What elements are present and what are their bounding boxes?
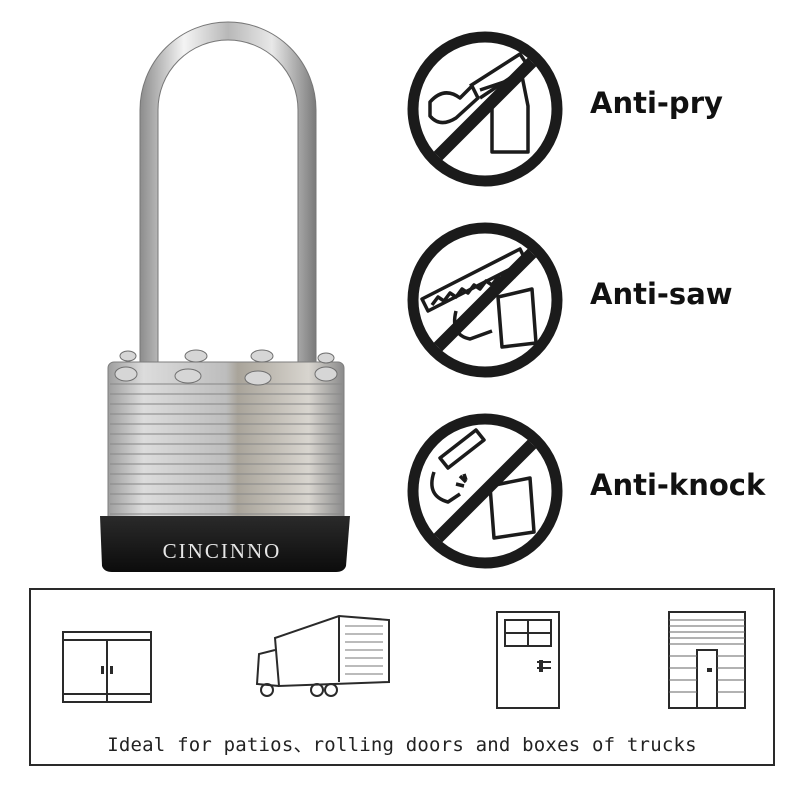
anti-pry-icon [407, 31, 563, 187]
uses-panel: Ideal for patios、rolling doors and boxes… [29, 588, 775, 766]
feature-anti-knock: Anti-knock [400, 406, 800, 576]
anti-knock-icon [407, 413, 563, 569]
lock-body [107, 361, 345, 523]
feature-label: Anti-saw [590, 277, 733, 311]
anti-saw-icon [407, 222, 563, 378]
brand-label: CINCINNO [163, 539, 282, 563]
door-icon [496, 611, 560, 709]
feature-label: Anti-knock [590, 468, 766, 502]
shackle [139, 21, 317, 373]
feature-anti-pry: Anti-pry [400, 24, 800, 194]
padlock-image: CINCINNO [100, 21, 350, 572]
rivets [114, 349, 338, 386]
rolling-door-icon [668, 611, 746, 709]
truck-icon [255, 614, 390, 697]
cabinet-icon [62, 631, 152, 703]
bumper [100, 516, 350, 572]
feature-anti-saw: Anti-saw [400, 215, 800, 385]
lamination-lines [110, 383, 342, 515]
feature-label: Anti-pry [590, 86, 723, 120]
uses-caption: Ideal for patios、rolling doors and boxes… [107, 734, 697, 756]
